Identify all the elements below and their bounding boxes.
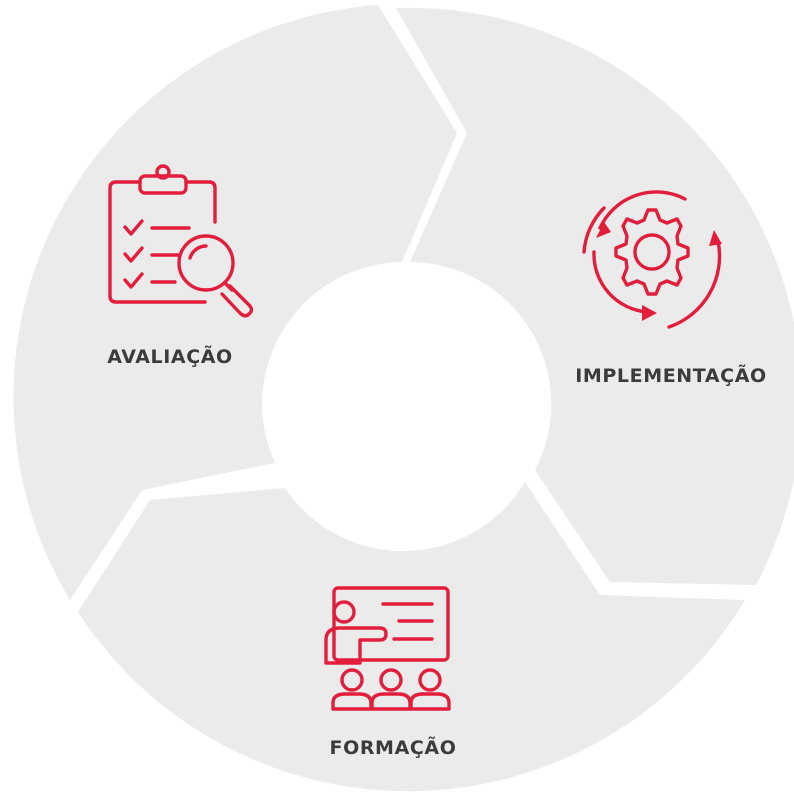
clipboard-checklist-magnifier-icon	[108, 164, 254, 318]
segment-avaliacao	[13, 5, 458, 600]
label-formacao: FORMAÇÃO	[330, 735, 457, 759]
segment-implementacao	[396, 7, 794, 585]
gear-cycle-arrows-icon	[582, 190, 722, 329]
label-avaliacao: AVALIAÇÃO	[107, 344, 233, 368]
segment-formacao	[78, 482, 745, 792]
label-implementacao: IMPLEMENTAÇÃO	[575, 363, 767, 387]
presenter-audience-icon	[324, 586, 451, 711]
